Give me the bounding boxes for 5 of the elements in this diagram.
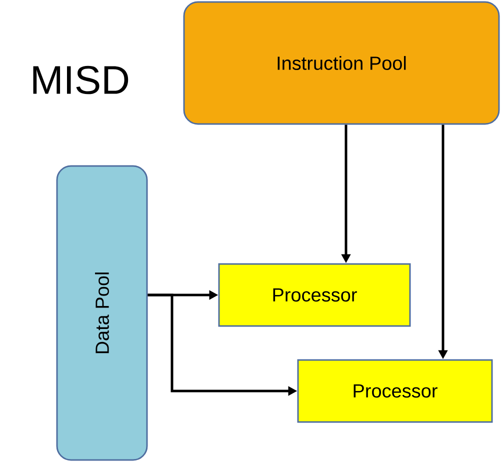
processor-box: Processor: [297, 359, 493, 423]
pool-box: Data Pool: [56, 165, 148, 461]
processor-box: Processor: [218, 263, 411, 327]
title: MISD: [33, 66, 128, 94]
pool-box: Instruction Pool: [183, 1, 500, 125]
